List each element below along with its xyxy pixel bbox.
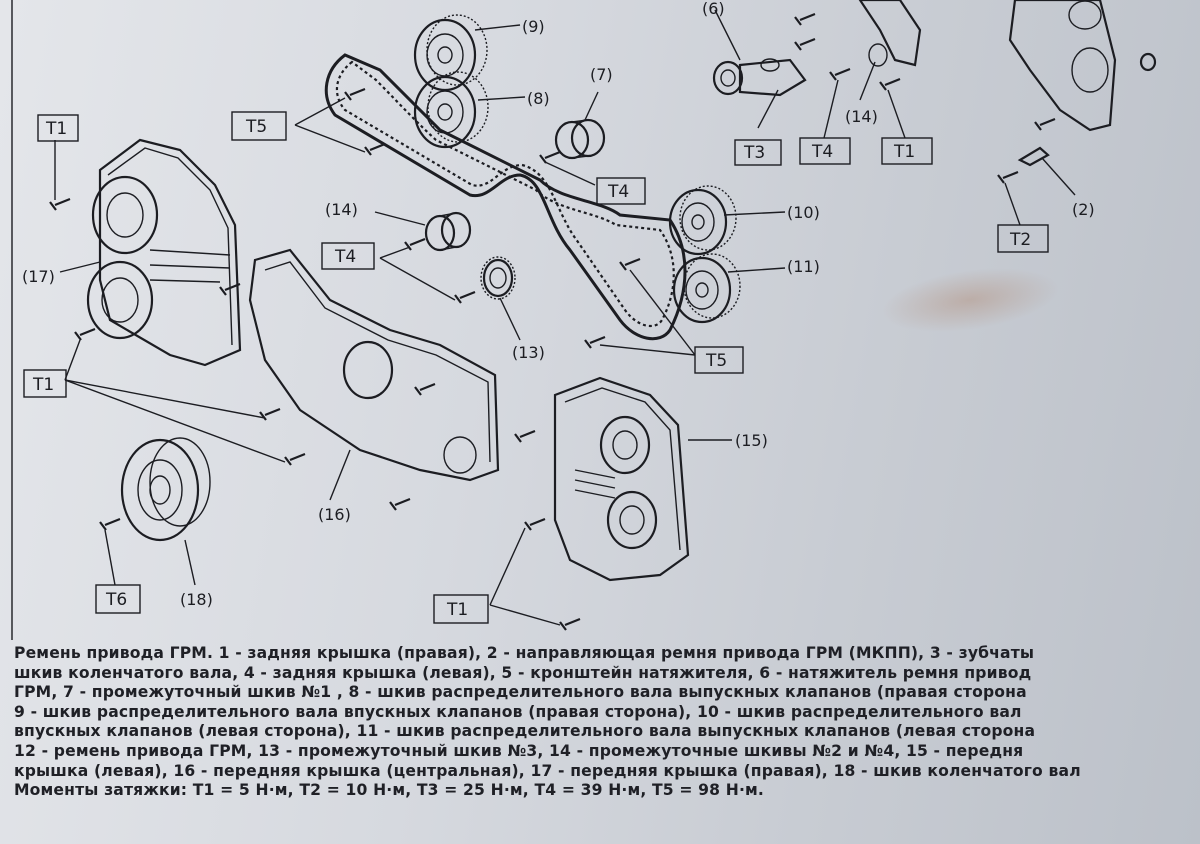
caption-line: впускных клапанов (левая сторона), 11 - … bbox=[14, 722, 1036, 741]
svg-text:T3: T3 bbox=[743, 143, 765, 163]
torque-tag-t1-bottom: T1 bbox=[433, 594, 489, 624]
callout-8: (8) bbox=[527, 89, 550, 108]
caption-line: Ремень привода ГРМ. 1 - задняя крышка (п… bbox=[14, 644, 1035, 662]
diagram-svg: (9) (8) (7) (6) (14) (14) (10) (11) (13)… bbox=[11, 0, 1157, 640]
camshaft-pulley-8 bbox=[413, 71, 489, 149]
svg-text:T2: T2 bbox=[1009, 230, 1031, 250]
timing-belt-diagram: (9) (8) (7) (6) (14) (14) (10) (11) (13)… bbox=[11, 0, 1157, 640]
camshaft-pulley-10 bbox=[668, 185, 737, 256]
callout-13: (13) bbox=[512, 343, 545, 362]
idler-pulley-13 bbox=[480, 256, 516, 300]
svg-text:T4: T4 bbox=[334, 247, 356, 267]
callout-15: (15) bbox=[735, 431, 768, 450]
belt-guide-2 bbox=[1017, 146, 1050, 167]
callout-14-top: (14) bbox=[845, 107, 878, 126]
svg-text:T1: T1 bbox=[45, 119, 67, 139]
callout-14-left: (14) bbox=[325, 200, 358, 219]
torque-tag-t1-topleft: T1 bbox=[37, 114, 79, 142]
idler-pulley-14 bbox=[424, 211, 472, 252]
svg-text:T4: T4 bbox=[811, 142, 833, 162]
svg-text:T1: T1 bbox=[893, 142, 915, 162]
rear-cover-left-4 bbox=[1008, 0, 1157, 132]
torque-tag-t5-right: T5 bbox=[694, 346, 744, 374]
svg-text:T4: T4 bbox=[607, 182, 629, 202]
caption-line: ГРМ, 7 - промежуточный шкив №1 , 8 - шки… bbox=[14, 683, 1027, 702]
svg-text:T5: T5 bbox=[705, 351, 727, 371]
torque-tag-t1-top: T1 bbox=[881, 137, 933, 165]
front-cover-left-15 bbox=[553, 376, 690, 582]
callout-7: (7) bbox=[590, 65, 613, 84]
callout-2: (2) bbox=[1072, 200, 1095, 219]
torque-tag-t4-left: T4 bbox=[321, 242, 375, 270]
crankshaft-pulley-18 bbox=[120, 437, 211, 542]
svg-text:T5: T5 bbox=[245, 117, 267, 137]
tensioner-bracket-5 bbox=[858, 0, 922, 67]
torque-tag-t1-left: T1 bbox=[23, 369, 67, 398]
idler-pulley-7 bbox=[554, 118, 606, 160]
svg-text:T6: T6 bbox=[105, 590, 127, 610]
torque-specs-line: Моменты затяжки: T1 = 5 Н·м, T2 = 10 Н·м… bbox=[14, 781, 765, 800]
callout-16: (16) bbox=[318, 505, 351, 524]
front-cover-right-17 bbox=[86, 138, 242, 367]
torque-tag-t2: T2 bbox=[997, 224, 1049, 253]
camshaft-pulley-9 bbox=[413, 14, 488, 92]
caption-line: 9 - шкив распределительного вала впускны… bbox=[14, 702, 1022, 721]
caption-line: шкив коленчатого вала, 4 - задняя крышка… bbox=[14, 663, 1032, 682]
torque-tag-t3: T3 bbox=[734, 139, 782, 166]
callout-18: (18) bbox=[180, 590, 213, 609]
camshaft-pulley-11 bbox=[672, 253, 741, 324]
timing-belt bbox=[324, 53, 687, 341]
callout-9: (9) bbox=[522, 17, 545, 36]
svg-text:T1: T1 bbox=[32, 375, 54, 395]
torque-tag-t4-mid: T4 bbox=[596, 177, 646, 205]
figure-caption: Ремень привода ГРМ. 1 - задняя крышка (п… bbox=[14, 644, 1200, 840]
caption-line: 12 - ремень привода ГРМ, 13 - промежуточ… bbox=[14, 741, 1024, 760]
leader-lines bbox=[54, 9, 1076, 626]
callout-6: (6) bbox=[702, 0, 725, 18]
tensioner-6 bbox=[712, 58, 807, 97]
svg-text:T1: T1 bbox=[446, 600, 468, 620]
callout-10: (10) bbox=[787, 203, 820, 222]
torque-tag-t5-top: T5 bbox=[231, 111, 287, 141]
bolts bbox=[49, 12, 1056, 631]
torque-tag-t6: T6 bbox=[95, 584, 141, 614]
callout-11: (11) bbox=[787, 257, 820, 276]
callout-17: (17) bbox=[22, 267, 55, 286]
torque-tag-t4-top: T4 bbox=[799, 137, 851, 165]
timing-belt-inner bbox=[335, 60, 675, 328]
caption-line: крышка (левая), 16 - передняя крышка (це… bbox=[14, 761, 1081, 780]
front-cover-center-16 bbox=[248, 248, 500, 482]
